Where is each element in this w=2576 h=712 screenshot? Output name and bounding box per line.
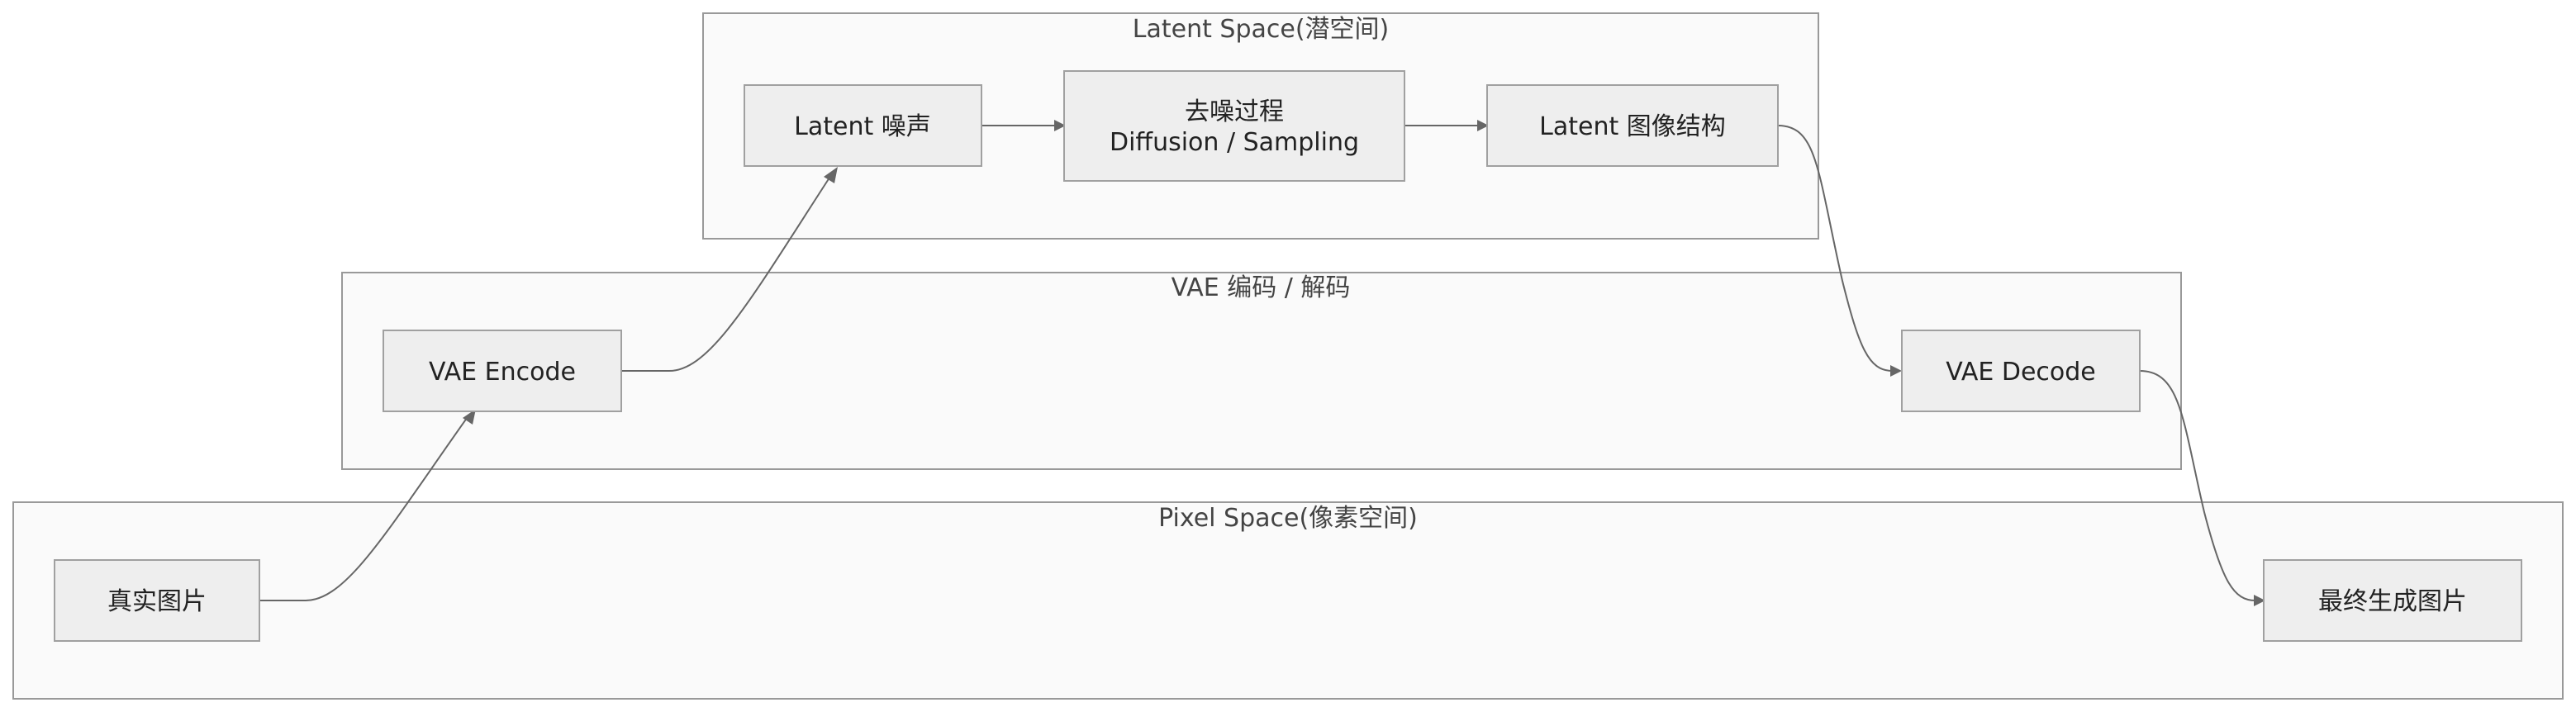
node-latent-noise-box <box>744 84 982 167</box>
edge-vae-encode-to-latent-noise <box>621 174 832 372</box>
edge-real-image-to-vae-encode <box>259 414 470 601</box>
arrow-head-latent-image <box>1477 120 1489 131</box>
node-final-image[interactable]: 最终生成图片 <box>2263 559 2522 642</box>
edge-latent-image-to-vae-decode <box>1777 125 1893 372</box>
node-final-image-label: 最终生成图片 <box>2318 587 2467 616</box>
node-final-image-box <box>2263 559 2522 642</box>
node-latent-noise[interactable]: Latent 噪声 <box>744 84 982 167</box>
group-latent-space-label: Latent Space(潜空间) <box>1133 15 1389 44</box>
node-vae-decode-box <box>1901 330 2141 412</box>
node-latent-noise-label: Latent 噪声 <box>794 112 931 141</box>
arrow-head-vae-decode <box>1890 365 1902 377</box>
arrow-head-latent-noise <box>824 167 838 183</box>
arrow-head-denoise <box>1054 120 1066 131</box>
group-pixel-space: Pixel Space(像素空间) <box>12 501 2564 700</box>
node-denoise-label-line1: 去噪过程 <box>1185 97 1284 126</box>
node-vae-encode[interactable]: VAE Encode <box>383 330 622 412</box>
arrow-head-final-image <box>2254 595 2265 606</box>
node-vae-encode-label: VAE Encode <box>429 358 576 387</box>
group-pixel-space-label: Pixel Space(像素空间) <box>1158 504 1418 533</box>
edges <box>259 120 2265 606</box>
group-pixel-space-box <box>12 501 2564 700</box>
arrow-head-vae-encode <box>463 409 476 425</box>
edge-vae-decode-to-final-image <box>2139 370 2256 601</box>
node-latent-image-label: Latent 图像结构 <box>1539 112 1726 141</box>
node-denoise-label-line2: Diffusion / Sampling <box>1110 128 1359 157</box>
group-vae-label: VAE 编码 / 解码 <box>1172 273 1351 302</box>
node-vae-decode[interactable]: VAE Decode <box>1901 330 2141 412</box>
node-denoise[interactable]: 去噪过程 Diffusion / Sampling <box>1063 70 1405 182</box>
node-real-image[interactable]: 真实图片 <box>54 559 260 642</box>
node-real-image-box <box>54 559 260 642</box>
node-vae-decode-label: VAE Decode <box>1946 358 2096 387</box>
node-real-image-label: 真实图片 <box>107 587 207 616</box>
node-denoise-box <box>1063 70 1405 182</box>
node-vae-encode-box <box>383 330 622 412</box>
node-latent-image-box <box>1486 84 1779 167</box>
node-latent-image[interactable]: Latent 图像结构 <box>1486 84 1779 167</box>
